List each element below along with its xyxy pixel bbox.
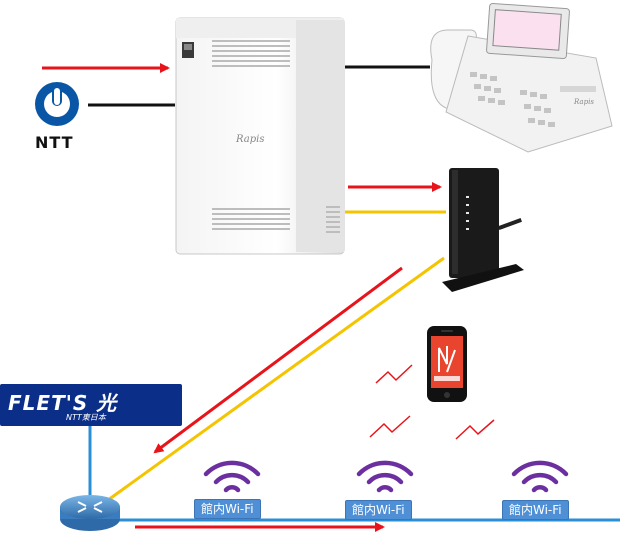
wifi-spot-label-2: 館内Wi-Fi: [345, 500, 412, 520]
ntt-logo-icon: [35, 82, 79, 126]
wifi-signal-icon-2: [356, 460, 414, 493]
ntt-label: NTT: [35, 133, 74, 152]
wifi-signal-icon-3: [511, 460, 569, 493]
wireless-signal-2: [369, 415, 411, 438]
flets-logo: FLET'S 光 NTT東日本: [0, 384, 182, 426]
gateway-router-yellow-line: [107, 256, 445, 502]
router-icon: [60, 495, 120, 531]
smartphone-icon: [427, 326, 467, 402]
pbx-unit-icon: Rapis: [175, 17, 345, 255]
phone-brand-label: Rapis: [573, 98, 594, 106]
wifi-spot-label-1: 館内Wi-Fi: [194, 499, 261, 519]
gateway-device-icon: [442, 168, 524, 292]
wireless-signal-3: [455, 419, 495, 440]
pbx-brand-label: Rapis: [235, 134, 264, 145]
wifi-signal-icon-1: [203, 460, 261, 493]
flets-subtitle: NTT東日本: [66, 413, 106, 422]
wifi-spot-label-3: 館内Wi-Fi: [502, 500, 569, 520]
gateway-router-red-line: [153, 266, 403, 454]
business-phone-icon: Rapis: [430, 2, 613, 153]
flets-title: FLET'S 光: [8, 391, 118, 415]
wireless-signal-1: [375, 364, 413, 384]
